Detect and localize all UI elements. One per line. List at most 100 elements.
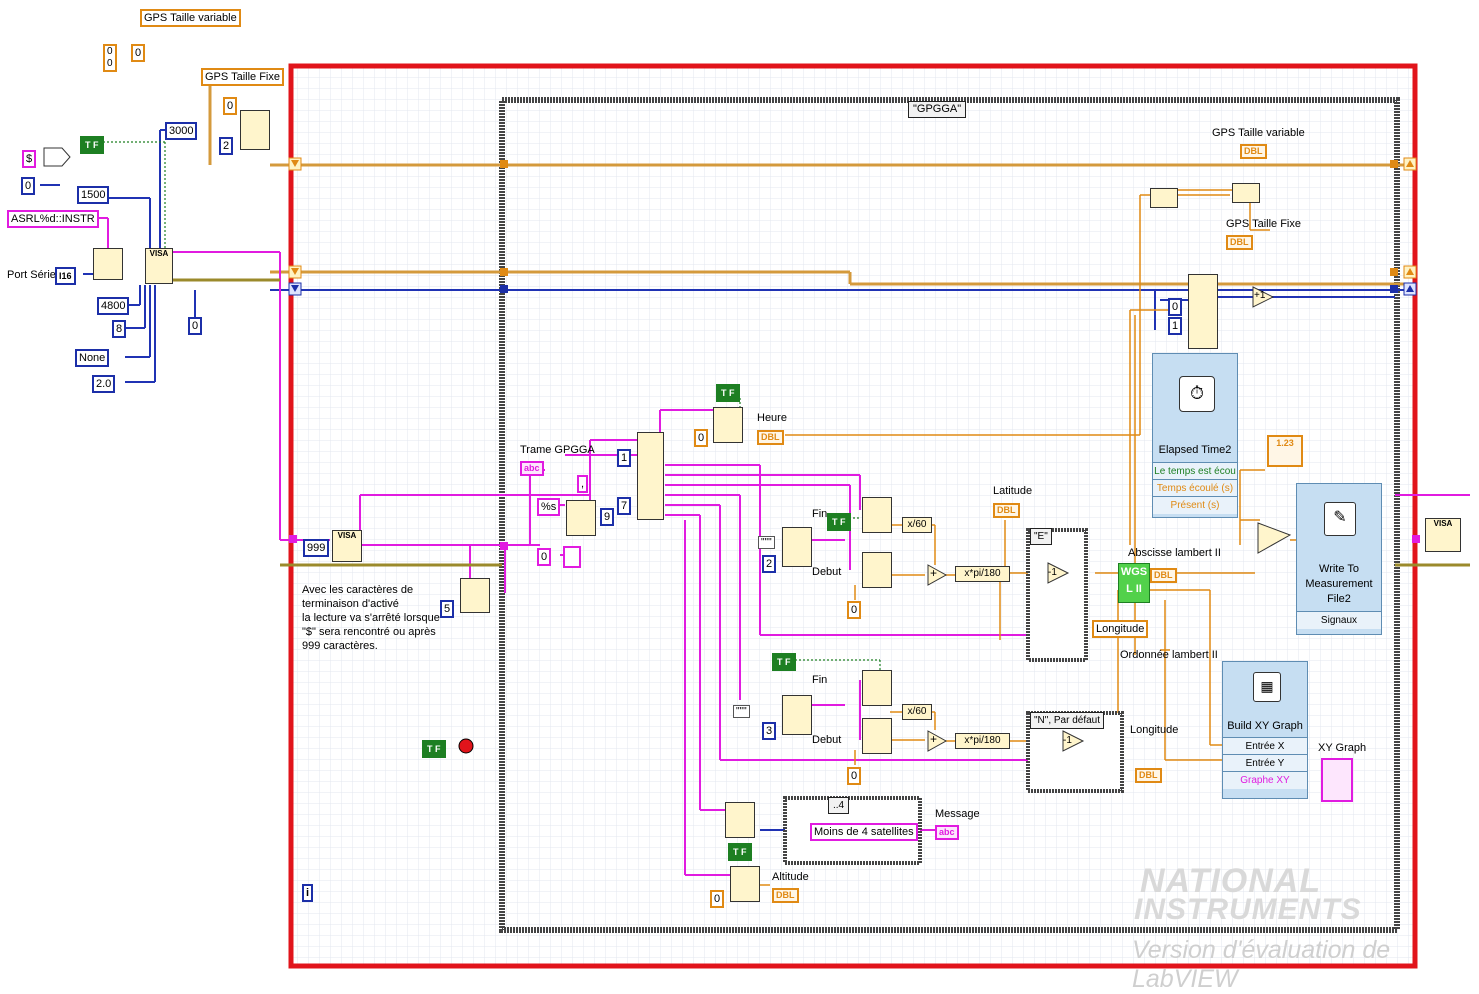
moins-const[interactable]: Moins de 4 satellites [810,823,918,841]
lat-xpi-node: x*pi/180 [955,566,1010,582]
iteration-terminal: i [302,884,313,902]
buildxy-row-graph[interactable]: Graphe XY [1223,771,1307,789]
lat-debut-label: Debut [812,566,841,578]
heure-bool-const[interactable]: T F [716,384,740,402]
latitude-label: Latitude [993,485,1032,497]
lon-debut-label: Debut [812,734,841,746]
write-measurement-node[interactable]: ✎ Write To Measurement File2 Signaux [1296,483,1382,635]
trame-indicator: abc [520,461,544,476]
xy-graph-terminal-icon [1321,758,1353,802]
lon-string-const[interactable]: """ [733,705,750,718]
seven-const[interactable]: 7 [617,497,631,515]
dollar-const[interactable]: $ [22,150,36,168]
lon-zero-const[interactable]: 0 [847,767,861,785]
empty-str-const[interactable] [563,546,581,568]
fixed-array-const[interactable]: 0 [223,97,237,115]
stop-bool-const[interactable]: T F [422,740,446,758]
elapsed-row-3[interactable]: Présent (s) [1153,496,1237,514]
five-const[interactable]: 5 [440,600,454,618]
numeric-indicator: 1.23 [1267,435,1303,467]
lon-plus-label: + [930,732,937,746]
lat-bool-const[interactable]: T F [827,513,851,531]
case-e-frame[interactable] [1028,530,1086,660]
abscisse-indicator: DBL [1150,568,1177,583]
elapsed-title: Elapsed Time2 [1153,444,1237,456]
visa-close-node: VISA [1425,518,1461,552]
array-index-const[interactable]: 0 [131,44,145,62]
trame-label: Trame GPGGA [520,444,595,456]
nine-const[interactable]: 9 [600,508,614,526]
case-e-selector[interactable]: "E" [1030,528,1052,545]
elapsed-row-1[interactable]: Le temps est écou [1153,462,1237,480]
idx-zero-const[interactable]: 0 [1168,298,1182,316]
lon-three-const[interactable]: 3 [762,722,776,740]
build-array-node-2 [1232,183,1260,203]
lon-xpi-node: x*pi/180 [955,733,1010,749]
lat-string-const[interactable]: """ [758,536,775,549]
case-4-selector[interactable]: ..4 [828,797,849,814]
lat-two-const[interactable]: 2 [762,555,776,573]
watermark-line2: INSTRUMENTS [1134,893,1362,927]
lon-bool-const[interactable]: T F [772,653,796,671]
lat-zero-const[interactable]: 0 [847,601,861,619]
subset-node [460,578,490,613]
format-const[interactable]: %s [537,498,560,516]
alt-bool-const[interactable]: T F [728,843,752,861]
timeout-const[interactable]: 3000 [165,122,197,140]
buildxy-row-y[interactable]: Entrée Y [1223,754,1307,772]
case-n-selector[interactable]: "N", Par défaut [1030,712,1104,729]
baud-1500-const[interactable]: 1500 [77,186,109,204]
lat-substring-node [782,527,812,567]
const-two[interactable]: 2 [219,137,233,155]
gps-fixe-top-label: GPS Taille Fixe [201,68,284,86]
init-zero-const[interactable]: 0 [188,317,202,335]
byte-count-const[interactable]: 999 [303,539,329,557]
elapsed-time-node[interactable]: ⏱ Elapsed Time2 Le temps est écou Temps … [1152,353,1238,518]
lat-debut-convert [862,552,892,588]
baud-const[interactable]: 4800 [97,297,129,315]
alt-zero-const[interactable]: 0 [710,890,724,908]
lon-fin-convert [862,670,892,706]
stopwatch-icon: ⏱ [1179,376,1215,412]
resource-const[interactable]: ASRL%d::INSTR [7,210,99,228]
heure-zero-const[interactable]: 0 [694,429,708,447]
note-line-1: Avec les caractères de [302,583,440,597]
write-row-signaux[interactable]: Signaux [1297,611,1381,629]
xy-graph-icon: ▦ [1253,672,1281,702]
port-type-control[interactable]: I16 [55,267,76,285]
note-line-4: "$" sera rencontré ou après [302,625,440,639]
write-file-icon: ✎ [1324,502,1356,536]
zero-const-left[interactable]: 0 [21,177,35,195]
ordonnee-label: Ordonnée lambert II [1120,649,1218,661]
build-xy-graph-node[interactable]: ▦ Build XY Graph Entrée X Entrée Y Graph… [1222,661,1308,799]
comma-const[interactable]: , [577,475,588,493]
port-serie-label: Port Série [7,269,56,281]
replace-array-node [1188,274,1218,349]
longitude-control[interactable]: Longitude [1092,620,1148,638]
gps-fixe-label: GPS Taille Fixe [1226,218,1301,230]
altitude-label: Altitude [772,871,809,883]
one-const[interactable]: 1 [617,449,631,467]
longitude-indicator: DBL [1135,768,1162,783]
bool-const-top[interactable]: T F [80,136,104,154]
longitude-label: Longitude [1130,724,1178,736]
buildxy-title: Build XY Graph [1223,720,1307,732]
buildxy-row-x[interactable]: Entrée X [1223,737,1307,755]
gps-var-indicator: DBL [1240,144,1267,159]
scan-string-node [566,500,596,536]
data-bits-const[interactable]: 8 [112,320,126,338]
elapsed-row-2[interactable]: Temps écoulé (s) [1153,479,1237,497]
parity-ring[interactable]: None [75,349,109,367]
zero-str-const[interactable]: 0 [537,548,551,566]
stop-bits-ring[interactable]: 2.0 [92,375,115,393]
init-array-node [240,110,270,150]
idx-one-const[interactable]: 1 [1168,317,1182,335]
abscisse-label: Abscisse lambert II [1128,547,1221,559]
latitude-indicator: DBL [993,503,1020,518]
alt-convert-node [730,866,760,902]
stop-button-icon[interactable] [459,739,473,753]
lat-fin-label: Fin [812,508,827,520]
note-line-5: 999 caractères. [302,639,440,653]
case-selector[interactable]: "GPGGA" [908,101,966,118]
